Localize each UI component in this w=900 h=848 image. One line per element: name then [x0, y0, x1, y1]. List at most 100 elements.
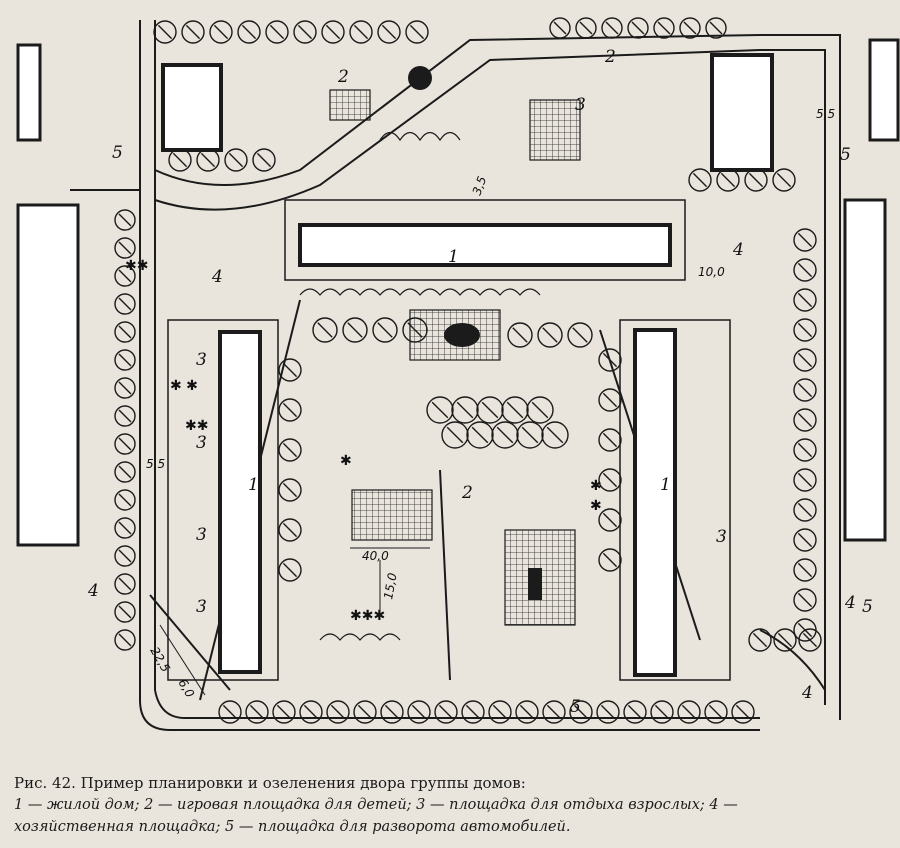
tree-mark: [118, 605, 132, 619]
svg-text:✱✱: ✱✱: [125, 258, 148, 274]
tree: [731, 700, 755, 724]
tree-mark: [118, 213, 132, 227]
tree: [569, 700, 593, 724]
tree-mark: [353, 24, 369, 40]
house-topright-small: [710, 53, 774, 172]
tree: [793, 258, 817, 282]
tree: [716, 168, 740, 192]
label-play-topright: 2: [604, 47, 616, 67]
tree-mark: [627, 704, 643, 720]
tree-mark: [303, 704, 319, 720]
label-rest-left-b: 3: [196, 433, 207, 453]
tree-mark: [797, 382, 813, 398]
tree-mark: [797, 262, 813, 278]
tree-mark: [438, 704, 454, 720]
tree: [598, 548, 622, 572]
tree: [114, 293, 136, 315]
tree-mark: [521, 426, 539, 444]
tree: [326, 700, 350, 724]
caption-title: Рис. 42. Пример планировки и озеленения …: [14, 774, 526, 792]
tree-mark: [409, 24, 425, 40]
tree-mark: [531, 401, 549, 419]
tree: [598, 468, 622, 492]
tree-mark: [777, 632, 793, 648]
tree: [798, 628, 822, 652]
tree: [272, 700, 296, 724]
tree: [114, 517, 136, 539]
tree: [196, 148, 220, 172]
tree-mark: [256, 152, 272, 168]
tree-mark: [222, 704, 238, 720]
tree: [491, 421, 519, 449]
tree-mark: [797, 322, 813, 338]
dim-3-5: 3,5: [470, 174, 490, 197]
tree-mark: [118, 465, 132, 479]
tree-mark: [546, 704, 562, 720]
svg-text:✱ ✱: ✱ ✱: [170, 378, 198, 394]
tree: [278, 358, 302, 382]
tree: [342, 317, 368, 343]
tree-mark: [600, 704, 616, 720]
tree: [278, 558, 302, 582]
tree-mark: [431, 401, 449, 419]
tree: [402, 317, 428, 343]
tree: [748, 628, 772, 652]
tree-mark: [735, 704, 751, 720]
tree-mark: [297, 24, 313, 40]
tree: [705, 17, 727, 39]
flower-beds: ✱ ✱ ✱✱ ✱✱ ✱ ✱✱✱ ✱ ✱: [125, 258, 602, 624]
tree: [209, 20, 233, 44]
label-play-top: 2: [337, 67, 349, 87]
tree-mark: [411, 704, 427, 720]
tree: [434, 700, 458, 724]
dimension-lines: [159, 547, 430, 696]
tree: [598, 428, 622, 452]
label-econ-right-bottom: 4: [801, 683, 813, 703]
tree: [677, 700, 701, 724]
tree-mark: [797, 232, 813, 248]
edge-buildings: [16, 38, 900, 547]
tree: [537, 322, 563, 348]
tree-mark: [797, 502, 813, 518]
tree-mark: [282, 402, 298, 418]
label-turn-topleft: 5: [112, 143, 123, 163]
tree: [114, 349, 136, 371]
tree-mark: [553, 21, 567, 35]
tree-mark: [317, 322, 333, 338]
tree-mark: [357, 704, 373, 720]
tree-mark: [602, 552, 618, 568]
zone-labels: 1 1 1 2 2 2 3 3 3 3 3 3 4 4 4 4 4 5 5 5 …: [87, 47, 873, 717]
tree-mark: [720, 172, 736, 188]
tree: [349, 20, 373, 44]
tree: [114, 461, 136, 483]
tree: [772, 168, 796, 192]
tree-mark: [118, 241, 132, 255]
tree: [567, 322, 593, 348]
tree-mark: [381, 24, 397, 40]
tree: [299, 700, 323, 724]
tree-mark: [631, 21, 645, 35]
tree: [353, 700, 377, 724]
house-buildings: [161, 53, 774, 677]
tree-mark: [709, 21, 723, 35]
dim-10-0: 10,0: [698, 265, 725, 279]
label-rest-left-d: 3: [196, 597, 207, 617]
tree-mark: [118, 325, 132, 339]
tree-mark: [797, 562, 813, 578]
tree-mark: [282, 562, 298, 578]
shrubs: [299, 131, 541, 641]
tree-mark: [542, 327, 558, 343]
tree-mark: [512, 327, 528, 343]
svg-text:✱: ✱: [340, 453, 352, 469]
tree-mark: [282, 482, 298, 498]
label-house-right: 1: [660, 475, 671, 495]
tree: [507, 322, 533, 348]
tree: [793, 588, 817, 612]
tree: [377, 20, 401, 44]
tree-mark: [797, 472, 813, 488]
tree-mark: [118, 437, 132, 451]
tree: [793, 348, 817, 372]
tree: [153, 20, 177, 44]
tree-mark: [377, 322, 393, 338]
house-topleft-small: [161, 63, 223, 152]
